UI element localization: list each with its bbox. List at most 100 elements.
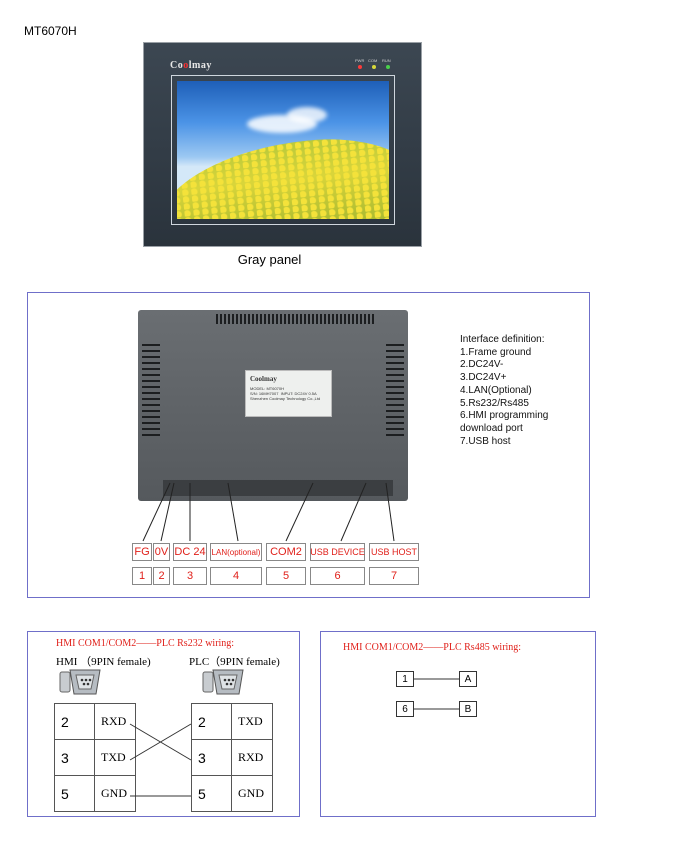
vent-slot [352,314,354,324]
front-panel-image: Coolmay PWR COM RUN [143,42,422,247]
vent-slot [368,314,370,324]
port-number-3: 3 [173,567,207,585]
sticker-text: MODEL: MT6070H S/N: 16MH7007 INPUT: DC24… [250,386,321,401]
vent-slot [220,314,222,324]
interface-item: 6.HMI programming [460,410,549,422]
vent-slot [328,314,330,324]
vent-slot [142,380,160,382]
rs485-wiring-section: HMI COM1/COM2——PLC Rs485 wiring: 1 A 6 B [320,631,596,817]
vent-slot [386,428,404,430]
hmi-heading: HMI （9PIN female) [56,656,151,668]
screen-frame [171,75,395,225]
vent-slot [288,314,290,324]
led-pwr-icon [358,65,362,69]
sticker-brand: Coolmay [250,375,277,383]
callout-lines [142,482,395,542]
vent-slot [312,314,314,324]
vent-slot [142,428,160,430]
vent-slot [364,314,366,324]
port-label-com2: COM2 [266,543,306,561]
rear-panel-image: Coolmay MODEL: MT6070H S/N: 16MH7007 INP… [138,310,408,501]
port-label-fg: FG [132,543,152,561]
port-number-1: 1 [132,567,152,585]
led-label-pwr: PWR [355,58,365,63]
db9-connector-icon [202,669,244,695]
vent-slot [304,314,306,324]
vent-slot [292,314,294,324]
vent-slot [240,314,242,324]
rs485-wires [414,678,459,710]
interface-item: 7.USB host [460,435,511,447]
interface-item: download port [460,422,523,434]
hmi-terminal-6: 6 [396,701,414,717]
vent-slot [386,368,404,370]
port-label-usb-device: USB DEVICE [310,543,365,561]
vent-slot [340,314,342,324]
interface-definition: Interface definition: 1.Frame ground 2.D… [460,334,548,448]
rs232-wiring-section: HMI COM1/COM2——PLC Rs232 wiring: HMI （9P… [27,631,300,817]
interface-item: 4.LAN(Optional) [460,384,532,396]
port-number-7: 7 [369,567,419,585]
vent-slot [386,380,404,382]
rs232-title: HMI COM1/COM2——PLC Rs232 wiring: [56,638,235,649]
vent-slot [268,314,270,324]
brand-logo: Coolmay [170,60,212,71]
vent-slot [142,392,160,394]
vent-slot [260,314,262,324]
vent-slot [300,314,302,324]
rs232-wires [129,723,192,797]
vent-slot [244,314,246,324]
led-label-run: RUN [382,58,391,63]
vent-slot [142,350,160,352]
vent-slot [386,350,404,352]
vent-slot [386,386,404,388]
pin-number: 5 [191,775,232,812]
vent-slot [284,314,286,324]
vent-slot [142,434,160,436]
vent-slot [296,314,298,324]
plc-heading: PLC（9PIN female) [189,656,280,668]
flower-field-image [177,129,389,219]
port-number-6: 6 [310,567,365,585]
cloud-icon [287,107,327,123]
vent-slot [386,344,404,346]
vent-slot [142,398,160,400]
vent-slot [276,314,278,324]
vent-slot [324,314,326,324]
vent-slot [332,314,334,324]
vent-slot [236,314,238,324]
db9-connector-icon [59,669,101,695]
vent-slot [280,314,282,324]
interface-definition-title: Interface definition: [460,334,545,345]
vent-slot [386,416,404,418]
port-label-dc24: DC 24 [173,543,207,561]
pin-signal: RXD [94,703,136,740]
port-number-5: 5 [266,567,306,585]
hmi-terminal-1: 1 [396,671,414,687]
interface-item: 1.Frame ground [460,346,532,358]
port-label-0v: 0V [153,543,170,561]
vent-slot [142,356,160,358]
vent-slot [272,314,274,324]
vent-slot [386,362,404,364]
vent-slot [386,356,404,358]
rear-panel-section: Coolmay MODEL: MT6070H S/N: 16MH7007 INP… [27,292,590,598]
pin-signal: GND [231,775,273,812]
product-label-sticker: Coolmay MODEL: MT6070H S/N: 16MH7007 INP… [245,370,332,417]
vent-slot [142,368,160,370]
vent-slot [336,314,338,324]
vent-slot [216,314,218,324]
interface-item: 2.DC24V- [460,359,504,371]
pin-number: 3 [54,739,95,776]
port-label-usb-host: USB HOST [369,543,419,561]
display-screen [177,81,389,219]
vent-slot [316,314,318,324]
panel-caption: Gray panel [237,252,302,267]
vent-slot [142,416,160,418]
vent-slot [248,314,250,324]
